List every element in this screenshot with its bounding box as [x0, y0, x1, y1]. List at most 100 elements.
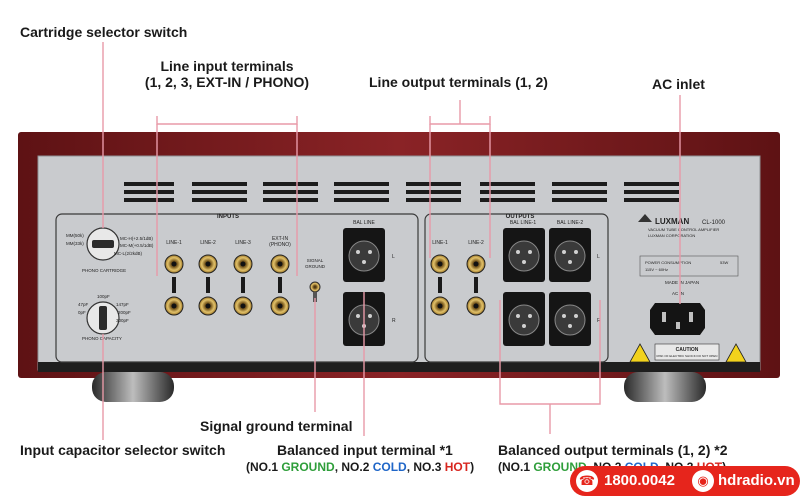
pin-hot: HOT — [444, 460, 471, 474]
rca-ext-in-r[interactable] — [270, 296, 290, 316]
callout-lines — [102, 42, 681, 440]
foot-left — [92, 372, 174, 402]
rca-ext-in-l[interactable] — [270, 254, 290, 274]
xlr-out-2-l[interactable] — [549, 228, 591, 282]
ext-in-label: EXT-IN — [272, 236, 289, 242]
cap-opt-0: 100pF — [97, 294, 110, 299]
base-strip — [38, 362, 760, 372]
cartridge-selector-callout: Cartridge selector switch — [20, 24, 188, 40]
hotline-number: 1800.0042 — [604, 472, 675, 489]
rca-out-2-l[interactable] — [466, 254, 486, 274]
spec-plate — [639, 255, 739, 277]
xlr-out-1-l[interactable] — [503, 228, 545, 282]
caution-plate — [654, 343, 720, 361]
bal-line-2-label: BAL LINE-2 — [557, 220, 583, 226]
website-badge[interactable]: ◉ hdradio.vn — [688, 466, 800, 496]
cap-opt-1: 47pF — [78, 302, 89, 307]
globe-icon: ◉ — [692, 470, 714, 492]
corp-name: LUXMAN CORPORATION — [648, 233, 695, 238]
brand-name: LUXMAN — [655, 217, 689, 226]
cap-opt-3: 147pF — [116, 302, 129, 307]
outputs-section — [424, 213, 609, 363]
xlr-in-side-r: R — [392, 318, 396, 324]
xlr-out-side-l: L — [597, 254, 600, 260]
line-input-callout-line1: Line input terminals — [160, 58, 294, 74]
pin-sep2: , NO.3 — [406, 460, 445, 474]
pin-open: (NO.1 — [246, 460, 282, 474]
cartridge-opt-0: MM(50k) — [66, 233, 84, 238]
warning-icon — [629, 343, 651, 363]
balanced-input-pins: (NO.1 GROUND, NO.2 COLD, NO.3 HOT) — [246, 460, 474, 474]
capacitor-selector-knob[interactable] — [86, 301, 120, 335]
contact-bar: ☎ 1800.0042 ◉ hdradio.vn — [570, 466, 800, 500]
ac-inlet-callout: AC inlet — [652, 76, 705, 92]
cartridge-opt-1: MM(33k) — [66, 241, 84, 246]
out-channel-dividers — [438, 277, 478, 293]
balanced-output-callout: Balanced output terminals (1, 2) *2 — [498, 442, 728, 458]
xlr-out-1-r[interactable] — [503, 292, 545, 346]
cartridge-opt-2: MC-H(+2.5/1dB) — [120, 236, 153, 241]
inputs-label: INPUTS — [217, 214, 239, 220]
xlr-in-side-l: L — [392, 254, 395, 260]
power-consumption-label: POWER CONSUMPTION — [645, 260, 691, 265]
pin-close: ) — [470, 460, 475, 474]
bal-line-1-label: BAL LINE-1 — [510, 220, 536, 226]
phono-capacity-label: PHONO CAPACITY — [82, 336, 122, 341]
cartridge-opt-4: MC-L(2/2kdB) — [114, 251, 143, 256]
line-output-callout: Line output terminals (1, 2) — [369, 74, 548, 90]
channel-dividers — [172, 277, 282, 293]
rca-line-3-r[interactable] — [233, 296, 253, 316]
signal-ground-callout: Signal ground terminal — [200, 418, 353, 434]
line-input-1-label: LINE-1 — [166, 240, 182, 246]
signal-ground-label-2: GROUND — [305, 264, 326, 269]
rca-line-3-l[interactable] — [233, 254, 253, 274]
power-consumption-value: 53W — [720, 260, 728, 265]
rca-out-1-r[interactable] — [430, 296, 450, 316]
vent-slots — [124, 182, 679, 202]
luxman-logo-icon — [638, 214, 652, 222]
ac-inlet-socket[interactable] — [650, 303, 705, 335]
caution-text: RISK OF ELECTRIC SHOCK DO NOT OPEN — [657, 354, 718, 358]
pin-sep1: , NO.2 — [334, 460, 373, 474]
amp-subtitle: VACUUM TUBE CONTROL AMPLIFIER — [648, 227, 719, 232]
voltage-label: 115V ~ 60Hz — [645, 267, 668, 272]
xlr-input-l[interactable] — [343, 228, 385, 282]
warning-icon-right — [725, 343, 747, 363]
ext-in-sub-label: (PHONO) — [269, 242, 291, 248]
rca-out-2-r[interactable] — [466, 296, 486, 316]
line-input-callout-line2: (1, 2, 3, EXT-IN / PHONO) — [144, 74, 310, 90]
phone-icon: ☎ — [576, 470, 598, 492]
line-input-callout: Line input terminals (1, 2, 3, EXT-IN / … — [127, 58, 327, 90]
pin-ground: GROUND — [281, 460, 335, 474]
signal-ground-label-1: SIGNAL — [307, 258, 324, 263]
signal-ground-terminal[interactable] — [309, 281, 321, 302]
hotline-badge[interactable]: ☎ 1800.0042 — [570, 466, 688, 496]
rca-out-1-l[interactable] — [430, 254, 450, 274]
cap-opt-4: 200pF — [118, 310, 131, 315]
ac-in-label: AC IN — [672, 291, 684, 296]
xlr-out-2-r[interactable] — [549, 292, 591, 346]
outputs-label: OUTPUTS — [506, 214, 535, 220]
cap-opt-5: 300pF — [116, 318, 129, 323]
line-output-1-label: LINE-1 — [432, 240, 448, 246]
inputs-section — [55, 213, 419, 363]
model-name: CL-1000 — [702, 220, 726, 226]
bal-line-label: BAL LINE — [353, 220, 375, 226]
rca-line-1-l[interactable] — [164, 254, 184, 274]
cap-opt-2: 0pF — [78, 310, 86, 315]
cartridge-opt-3: MC-M(+0.5/1dB) — [120, 243, 154, 248]
xlr-out-side-r: R — [597, 318, 601, 324]
pin-cold: COLD — [372, 460, 407, 474]
balanced-input-callout: Balanced input terminal *1 — [277, 442, 453, 458]
line-output-2-label: LINE-2 — [468, 240, 484, 246]
caution-title: CAUTION — [676, 347, 699, 353]
rca-line-1-r[interactable] — [164, 296, 184, 316]
phono-cartridge-label: PHONO CARTRIDGE — [82, 268, 126, 273]
made-in-label: MADE IN JAPAN — [665, 280, 699, 285]
line-input-2-label: LINE-2 — [200, 240, 216, 246]
rca-line-2-r[interactable] — [198, 296, 218, 316]
rca-line-2-l[interactable] — [198, 254, 218, 274]
foot-right — [624, 372, 706, 402]
out-pin-open: (NO.1 — [498, 460, 534, 474]
